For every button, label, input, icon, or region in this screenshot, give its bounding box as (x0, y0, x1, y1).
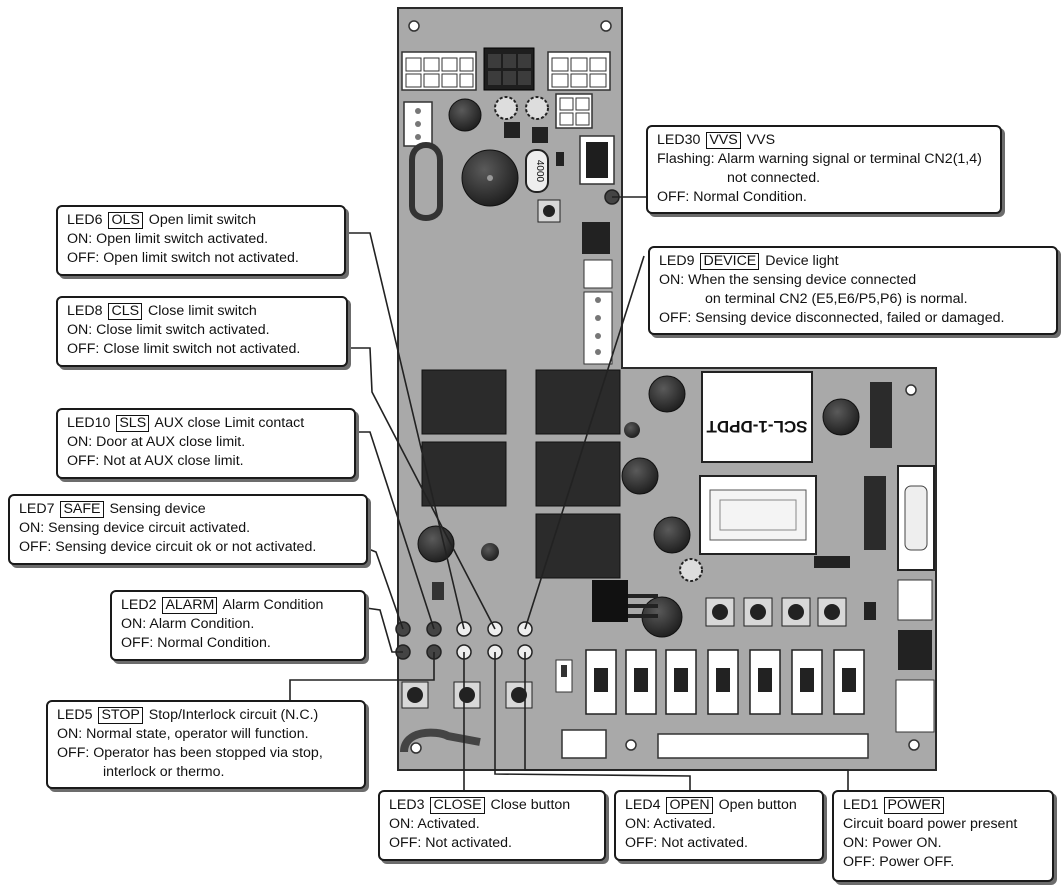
callout-line: on terminal CN2 (E5,E6/P5,P6) is normal. (705, 291, 968, 307)
callout-led3: LED3 CLOSE Close button ON: Activated. O… (378, 790, 606, 861)
callout-line: Flashing: Alarm warning signal or termin… (657, 151, 982, 167)
led-code-tag: ALARM (162, 597, 218, 614)
leds (395, 189, 620, 660)
led-code-tag: CLS (108, 303, 143, 320)
callout-line: ON: Power ON. (843, 835, 942, 851)
callout-line: OFF: Power OFF. (843, 854, 955, 870)
callout-led4: LED4 OPEN Open button ON: Activated. OFF… (614, 790, 824, 861)
led-name: Close button (490, 797, 571, 813)
led-code-tag: POWER (884, 797, 945, 814)
callout-line: OFF: Not activated. (389, 835, 512, 851)
callout-line: ON: Sensing device circuit activated. (19, 520, 251, 536)
led-id: LED5 (57, 707, 93, 723)
led-id: LED2 (121, 597, 157, 613)
callout-line: ON: Normal state, operator will function… (57, 726, 309, 742)
led-code-tag: CLOSE (430, 797, 485, 814)
led-code-tag: DEVICE (700, 253, 760, 270)
callout-led30: LED30 VVS VVS Flashing: Alarm warning si… (646, 125, 1002, 214)
callout-line: ON: Activated. (389, 816, 480, 832)
callout-line: ON: Close limit switch activated. (67, 322, 270, 338)
led-code-tag: VVS (706, 132, 741, 149)
callout-line: ON: Open limit switch activated. (67, 231, 269, 247)
led-name: Device light (765, 253, 839, 269)
callout-led6: LED6 OLS Open limit switch ON: Open limi… (56, 205, 346, 276)
callout-line: OFF: Not at AUX close limit. (67, 453, 244, 469)
led-name: Open limit switch (148, 212, 257, 228)
callout-line: OFF: Sensing device circuit ok or not ac… (19, 539, 317, 555)
led-code-tag: SLS (116, 415, 150, 432)
led-id: LED8 (67, 303, 103, 319)
led-id: LED1 (843, 797, 879, 813)
callout-led10: LED10 SLS AUX close Limit contact ON: Do… (56, 408, 356, 479)
led-name: Stop/Interlock circuit (N.C.) (148, 707, 319, 723)
callout-led1: LED1 POWER Circuit board power present O… (832, 790, 1054, 882)
pushbuttons (705, 597, 847, 627)
led-name: Sensing device (109, 501, 206, 517)
callout-line: ON: When the sensing device connected (659, 272, 917, 288)
callout-line: ON: Activated. (625, 816, 716, 832)
led-name: AUX close Limit contact (154, 415, 305, 431)
led-name: VVS (746, 132, 776, 148)
crystal-label: 4000 (534, 160, 545, 183)
led-id: LED4 (625, 797, 661, 813)
led-name: Open button (718, 797, 797, 813)
callout-led5: LED5 STOP Stop/Interlock circuit (N.C.) … (46, 700, 366, 789)
callout-line: OFF: Sensing device disconnected, failed… (659, 310, 1005, 326)
led-code-tag: STOP (98, 707, 143, 724)
callout-led2: LED2 ALARM Alarm Condition ON: Alarm Con… (110, 590, 366, 661)
callout-line: OFF: Close limit switch not activated. (67, 341, 301, 357)
callout-line: OFF: Operator has been stopped via stop, (57, 745, 323, 761)
callout-led7: LED7 SAFE Sensing device ON: Sensing dev… (8, 494, 368, 565)
callout-line: OFF: Normal Condition. (121, 635, 271, 651)
callout-line: not connected. (727, 170, 821, 186)
led-code-tag: OPEN (666, 797, 713, 814)
callout-led9: LED9 DEVICE Device light ON: When the se… (648, 246, 1058, 335)
led-id: LED9 (659, 253, 695, 269)
leader-lines (289, 196, 849, 790)
callout-line: interlock or thermo. (103, 764, 225, 780)
callout-led8: LED8 CLS Close limit switch ON: Close li… (56, 296, 348, 367)
led-id: LED30 (657, 132, 701, 148)
led-id: LED6 (67, 212, 103, 228)
led-id: LED7 (19, 501, 55, 517)
callout-line: Circuit board power present (843, 816, 1018, 832)
top-connectors (401, 47, 611, 91)
led-id: LED10 (67, 415, 111, 431)
callout-line: ON: Door at AUX close limit. (67, 434, 246, 450)
callout-line: OFF: Normal Condition. (657, 189, 807, 205)
callout-line: ON: Alarm Condition. (121, 616, 255, 632)
led-id: LED3 (389, 797, 425, 813)
led-code-tag: OLS (108, 212, 143, 229)
led-code-tag: SAFE (60, 501, 104, 518)
led-name: Close limit switch (148, 303, 257, 319)
led-name: Alarm Condition (222, 597, 324, 613)
callout-line: OFF: Not activated. (625, 835, 748, 851)
transformer-label: SCL-1-DPDT (706, 417, 808, 436)
callout-line: OFF: Open limit switch not activated. (67, 250, 299, 266)
